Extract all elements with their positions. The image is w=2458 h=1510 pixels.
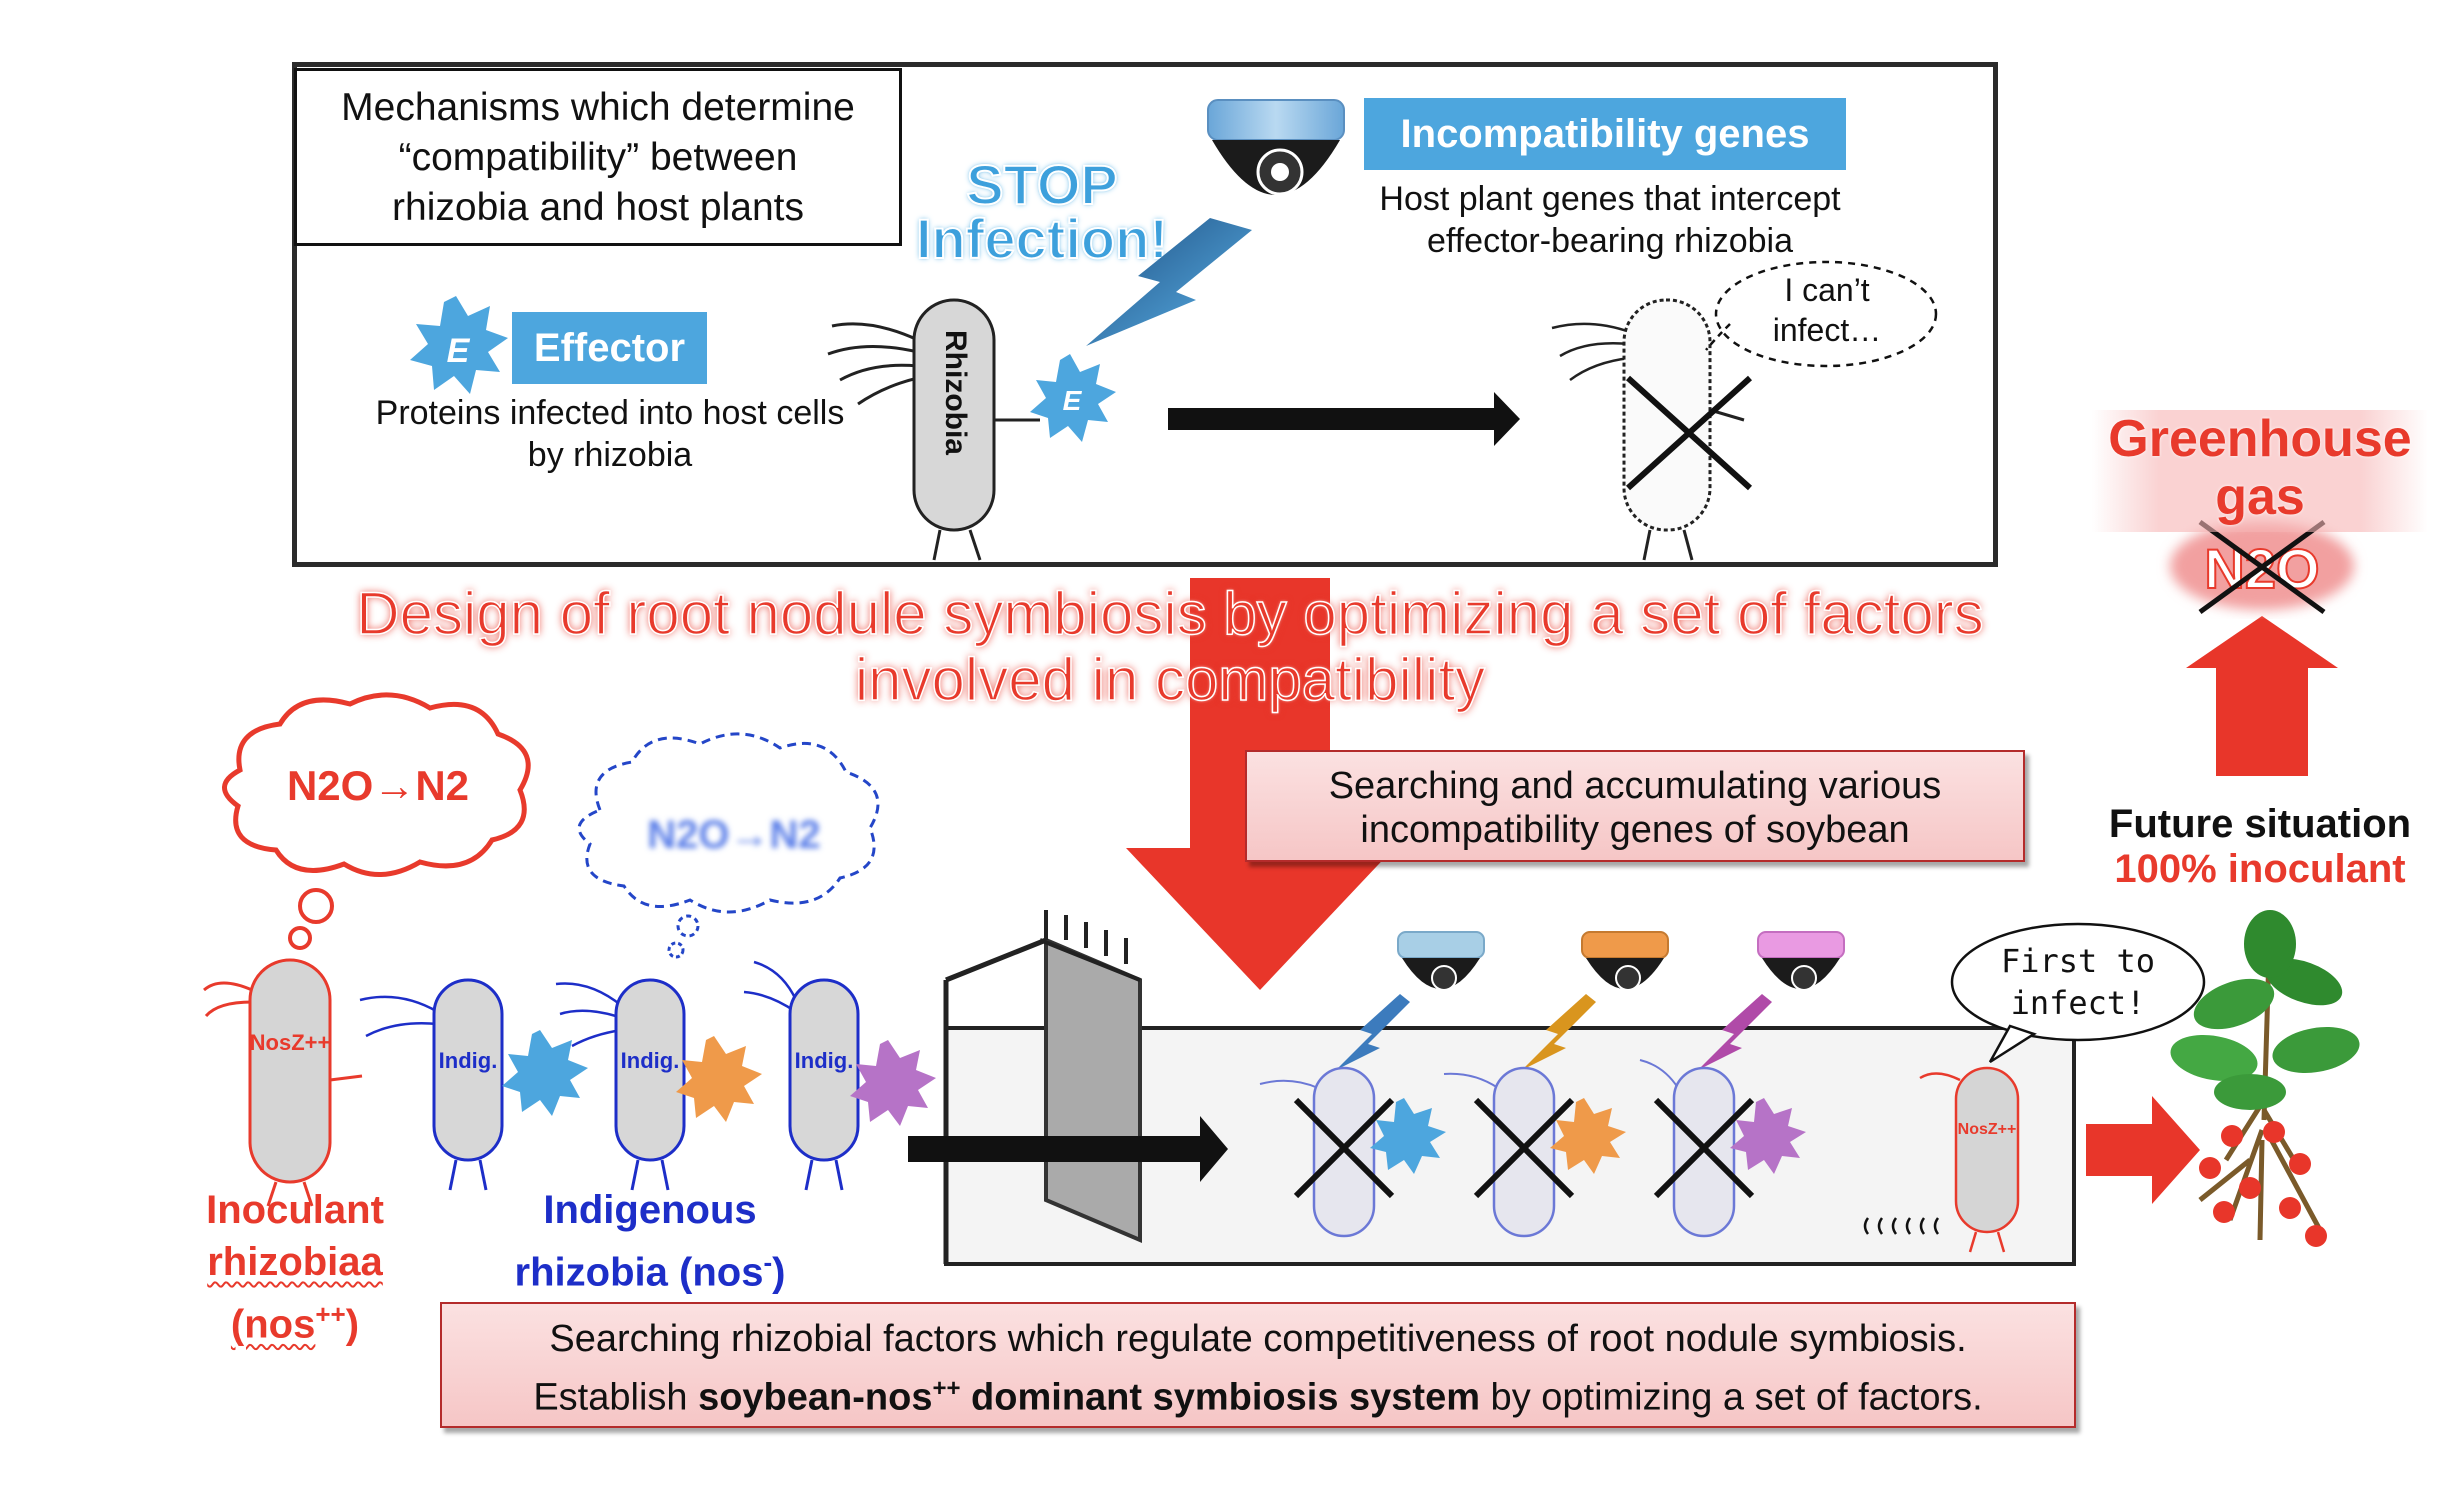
lightning-bolt-icon bbox=[1086, 218, 1252, 346]
indigenous-bacterium: Indig. bbox=[359, 978, 504, 1191]
rhizobia-bacterium: Rhizobia bbox=[827, 298, 1040, 561]
inoculant-percent-label: 100% inoculant bbox=[2114, 847, 2406, 891]
svg-text:N2O→N2: N2O→N2 bbox=[647, 813, 820, 857]
red-up-arrow-icon bbox=[2186, 616, 2338, 776]
mechanism-line: Mechanisms which determine bbox=[341, 86, 855, 129]
camera-icon bbox=[1397, 931, 1485, 991]
svg-text:Rhizobia: Rhizobia bbox=[939, 330, 972, 455]
cant-infect-text: I can’t infect… bbox=[1772, 272, 1882, 348]
main-title-line: Design of root nodule symbiosis by optim… bbox=[356, 580, 1985, 647]
svg-text:N2O→N2: N2O→N2 bbox=[287, 762, 469, 809]
soybean-plant-icon bbox=[2170, 910, 2360, 1247]
mechanism-line: “compatibility” between bbox=[398, 136, 798, 179]
n2o-molecule-icon: N2O bbox=[2170, 519, 2354, 615]
svg-text:NosZ++: NosZ++ bbox=[1958, 1121, 2017, 1138]
effector-star-icon: E bbox=[410, 296, 508, 394]
svg-text:E: E bbox=[447, 332, 471, 370]
svg-text:Indig.: Indig. bbox=[795, 1048, 854, 1073]
svg-text:NosZ++: NosZ++ bbox=[250, 1030, 331, 1055]
effector-star-icon bbox=[1730, 1098, 1806, 1174]
inoculant-bacterium: NosZ++ bbox=[1863, 1066, 2020, 1253]
indigenous-rhizobia-label: Indigenous rhizobia (nos-) bbox=[514, 1188, 786, 1295]
effector-label: Effector bbox=[512, 312, 707, 384]
process-arrow-icon bbox=[1168, 392, 1520, 446]
incompatibility-description: Host plant genes that intercept effector… bbox=[1379, 180, 1841, 260]
lightning-bolt-icon bbox=[1522, 994, 1596, 1070]
indigenous-bacterium: Indig. bbox=[555, 978, 686, 1191]
n2o-reduction-cloud: N2O→N2 bbox=[222, 692, 531, 950]
camera-icon bbox=[1207, 99, 1345, 196]
svg-text:Indig.: Indig. bbox=[439, 1048, 498, 1073]
blocked-indigenous-bacterium bbox=[1639, 1059, 1755, 1238]
indigenous-bacterium: Indig. bbox=[743, 960, 860, 1191]
incompatibility-genes-label: Incompatibility genes bbox=[1364, 98, 1846, 170]
future-situation-label: Future situation bbox=[2108, 802, 2412, 846]
blocked-indigenous-bacterium bbox=[1443, 1066, 1575, 1238]
effector-star-icon bbox=[1370, 1098, 1446, 1174]
first-to-infect-text: First to infect! bbox=[2000, 942, 2156, 1022]
speech-bubble bbox=[1950, 922, 2206, 1064]
camera-icon bbox=[1581, 931, 1669, 991]
effector-star-icon: E bbox=[1030, 354, 1116, 442]
red-right-arrow-icon bbox=[2086, 1096, 2200, 1204]
main-title-line: involved in compatibility bbox=[854, 646, 1486, 713]
effector-star-icon bbox=[502, 1030, 588, 1116]
blurred-n2o-cloud: N2O→N2 bbox=[577, 732, 880, 959]
mechanism-box: Mechanisms which determine “compatibilit… bbox=[294, 68, 902, 246]
greenhouse-gas-label: Greenhouse gas bbox=[2092, 410, 2428, 532]
effector-star-icon bbox=[850, 1040, 936, 1126]
lightning-bolt-icon bbox=[1336, 994, 1410, 1070]
blocked-bacterium bbox=[1551, 298, 1753, 561]
lightning-bolt-icon bbox=[1698, 994, 1772, 1070]
blocked-indigenous-bacterium bbox=[1259, 1066, 1395, 1238]
camera-icon bbox=[1757, 931, 1845, 991]
effector-description: Proteins infected into host cells by rhi… bbox=[375, 394, 845, 474]
speech-bubble bbox=[1714, 260, 1938, 368]
gate-icon bbox=[943, 910, 1142, 1264]
stop-infection-text: STOP Infection! bbox=[915, 153, 1169, 270]
effector-star-icon bbox=[1550, 1098, 1626, 1174]
svg-text:E: E bbox=[1063, 385, 1083, 416]
svg-text:N2O: N2O bbox=[2204, 537, 2319, 600]
mechanism-line: rhizobia and host plants bbox=[392, 186, 804, 229]
search-incompat-box: Searching and accumulating various incom… bbox=[1245, 750, 2025, 862]
rhizobial-line: Searching rhizobial factors which regula… bbox=[549, 1318, 1967, 1360]
svg-text:Indig.: Indig. bbox=[621, 1048, 680, 1073]
inoculant-bacterium: NosZ++ bbox=[203, 958, 363, 1207]
inoculant-rhizobia-label: Inoculant rhizobiaa (nos++) bbox=[206, 1188, 384, 1347]
process-arrow-icon bbox=[908, 1116, 1228, 1182]
effector-star-icon bbox=[676, 1036, 762, 1122]
rhizobial-line: Establish soybean-nos++ dominant symbios… bbox=[533, 1375, 1983, 1419]
search-rhizobial-box: Searching rhizobial factors which regula… bbox=[440, 1302, 2076, 1428]
